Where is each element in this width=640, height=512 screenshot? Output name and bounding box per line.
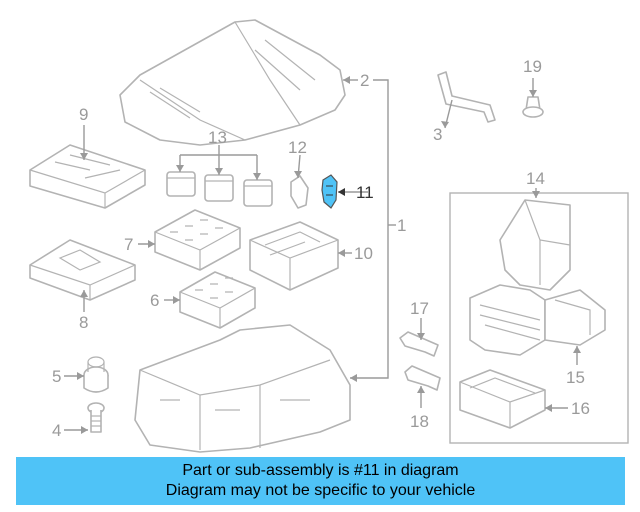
part-13-relays[interactable] [166, 171, 273, 207]
parts-diagram: 1 2 3 4 5 6 7 8 9 10 11 12 13 14 15 16 1… [29, 19, 629, 453]
part-12-fuse[interactable] [290, 175, 309, 209]
part-7-fuse-block[interactable] [154, 209, 241, 271]
part-5-grommet[interactable] [83, 356, 109, 393]
part-18-fuse[interactable] [404, 365, 441, 391]
part-2-cover[interactable] [119, 19, 346, 146]
part-15-relay-box[interactable] [469, 199, 606, 356]
callout-17: 17 [410, 299, 429, 318]
callout-1: 1 [397, 216, 406, 235]
part-11-fuse-highlighted[interactable] [321, 174, 338, 209]
callout-4: 4 [52, 421, 61, 440]
callout-6: 6 [150, 291, 159, 310]
part-10-relay-block[interactable] [249, 221, 339, 291]
part-17-fuse[interactable] [399, 331, 439, 357]
callout-11: 11 [356, 183, 374, 202]
callout-12: 12 [288, 138, 307, 157]
callout-13: 13 [208, 128, 227, 147]
callout-10: 10 [354, 244, 373, 263]
part-3-bracket[interactable] [437, 71, 496, 123]
callout-19: 19 [523, 57, 542, 76]
part-19-bolt[interactable] [522, 96, 544, 118]
part-4-bolt[interactable] [87, 402, 105, 433]
callout-18: 18 [410, 412, 429, 431]
part-9-cover-plate[interactable] [29, 144, 146, 209]
callout-14: 14 [526, 169, 545, 188]
callout-9: 9 [79, 105, 88, 124]
part-1-lower-box[interactable] [134, 324, 351, 453]
callout-7: 7 [124, 235, 133, 254]
callout-5: 5 [52, 367, 61, 386]
info-banner: Part or sub-assembly is #11 in diagram D… [16, 457, 625, 505]
callout-16: 16 [571, 399, 590, 418]
banner-line-2: Diagram may not be specific to your vehi… [165, 482, 476, 499]
part-6-fuse-block[interactable] [179, 271, 256, 329]
part-16-tray[interactable] [459, 369, 546, 429]
arrowheads [77, 76, 581, 434]
callout-8: 8 [79, 313, 88, 332]
part-14-frame [449, 192, 629, 444]
part-8-plate[interactable] [29, 239, 136, 301]
banner-line-1: Part or sub-assembly is #11 in diagram [182, 462, 459, 479]
callout-15: 15 [566, 368, 585, 387]
callout-3: 3 [433, 125, 442, 144]
callout-2: 2 [360, 71, 369, 90]
